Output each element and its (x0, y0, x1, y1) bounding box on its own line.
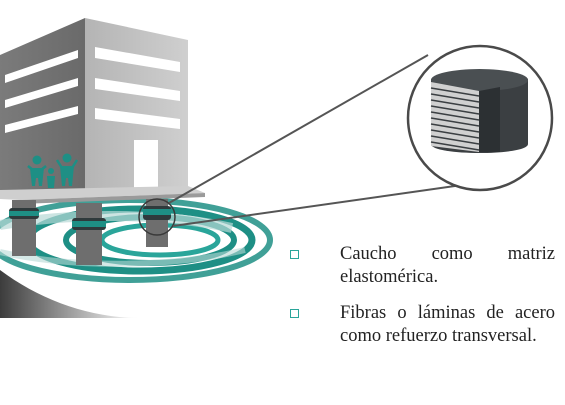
column-right (143, 199, 171, 247)
ground-rings (0, 197, 273, 283)
bullet-item-rubber: Caucho como matriz elastomérica. (290, 243, 555, 289)
building-door (134, 140, 158, 188)
zoom-leader-lines (168, 54, 477, 227)
isolator-columns (9, 199, 171, 265)
building-windows-front (5, 50, 78, 133)
bullet-text: Fibras o láminas de acero como refuerzo … (340, 303, 555, 346)
people-icon (27, 153, 79, 188)
laminated-bearing-icon (430, 69, 528, 153)
column-left (9, 200, 39, 256)
building (0, 18, 205, 204)
building-windows-side (95, 47, 180, 129)
bullet-item-steel: Fibras o láminas de acero como refuerzo … (290, 302, 555, 348)
column-center (72, 203, 106, 265)
bearing-highlight-circle (138, 198, 176, 236)
bullet-text: Caucho como matriz elastomérica. (340, 244, 555, 287)
bullet-square-icon (290, 250, 299, 259)
foundation-slab (0, 186, 205, 200)
ground-base (0, 270, 140, 318)
bullet-square-icon (290, 309, 299, 318)
magnified-bearing (406, 44, 554, 192)
